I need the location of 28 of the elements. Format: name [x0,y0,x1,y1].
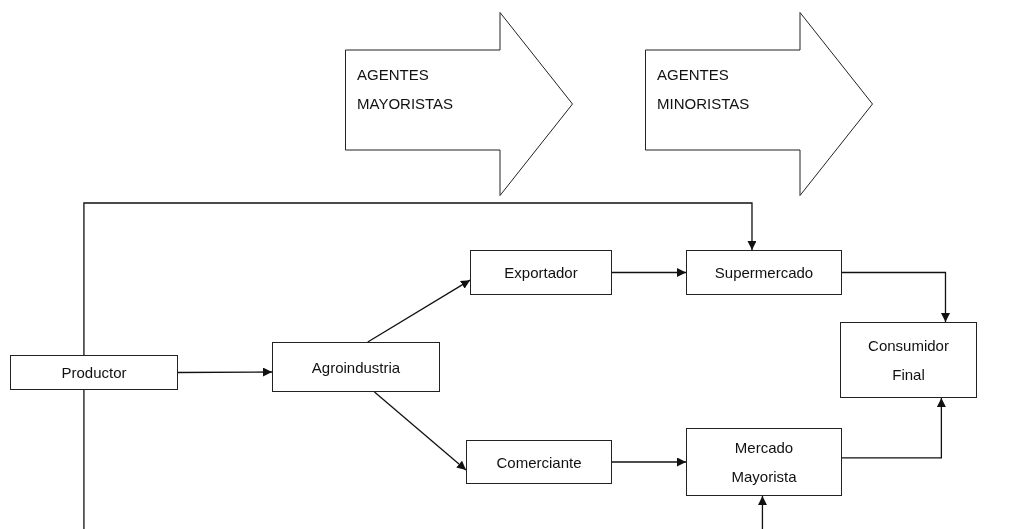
arrow [757,495,767,529]
box-label: Supermercado [713,263,815,283]
block-arrow [645,12,873,196]
process-box [466,440,612,484]
box-label: Exportador [503,263,579,283]
box-label: Agroindustria [310,357,402,378]
arrow [373,391,467,471]
connector-line [83,389,85,529]
block-arrow [345,12,573,196]
box-label: Mercado Mayorista [730,438,798,487]
arrow [177,367,273,377]
arrow [841,397,946,459]
process-box [840,322,977,398]
arrow [83,202,757,356]
process-box [686,250,842,295]
arrow [611,457,687,467]
process-box [10,355,178,390]
arrow-label: AGENTES MINORISTAS [657,65,751,114]
box-label: Comerciante [495,452,583,473]
process-box [686,428,842,496]
arrow [841,271,950,323]
box-label: Consumidor Final [867,336,950,385]
arrow [611,268,687,277]
process-box [272,342,440,392]
box-label: Productor [60,363,128,383]
arrow [367,279,471,343]
process-box [470,250,612,295]
arrow-label: AGENTES MAYORISTAS [357,65,455,114]
